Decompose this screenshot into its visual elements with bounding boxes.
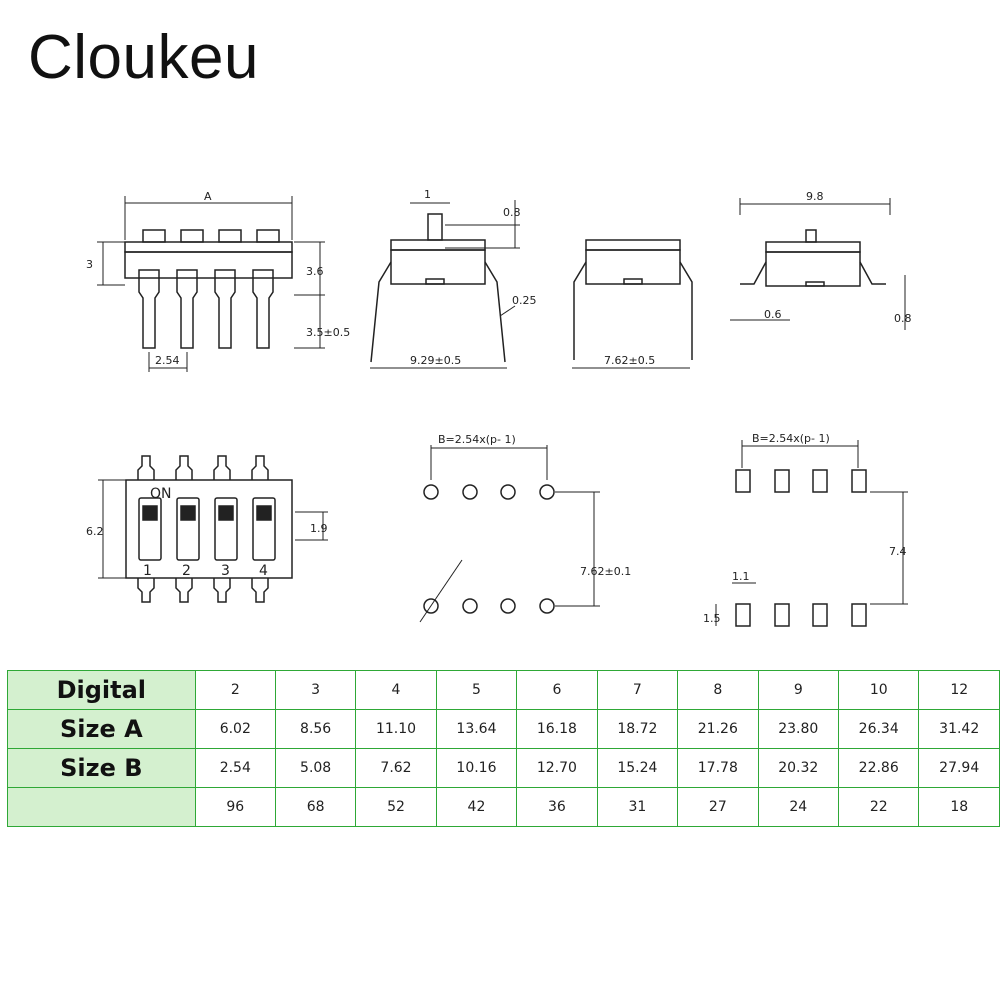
switch-num: 4 [259,563,268,579]
table-cell: 23.80 [757,709,840,749]
dim-3: 3 [86,258,93,271]
table-cell: 17.78 [677,748,759,788]
pcb-layout-smd: B=2.54x(p- 1) 7.4 1.1 1.5 [703,432,908,627]
table-cell: 5.08 [274,748,357,788]
dim-9-29: 9.29±0.5 [410,354,461,367]
dim-1: 1 [424,188,431,201]
dim-0-25: 0.25 [512,294,537,307]
switch-num: 2 [182,563,191,579]
table-cell: 6 [516,670,598,710]
table-cell: 96 [194,787,276,827]
table-cell: 5 [435,670,518,710]
row-header: Size A [7,709,196,749]
table-cell: 2.54 [194,748,276,788]
dim-lead: 3.5±0.5 [306,326,350,339]
pcb-layout-tht: B=2.54x(p- 1) 7.62±0.1 [419,433,631,623]
dim-0-8: 0.8 [503,206,521,219]
table-cell: 6.02 [194,709,276,749]
dim-1-9: 1.9 [310,522,328,535]
table-cell: 52 [355,787,437,827]
table-cell: 7 [596,670,679,710]
table-cell: 13.64 [435,709,518,749]
table-cell: 10 [837,670,920,710]
switch-num: 3 [221,563,230,579]
front-view: A 3 3.6 3.5±0.5 2.54 [86,190,350,372]
row-header [7,787,196,827]
dim-1-5: 1.5 [703,612,721,625]
dim-1-1: 1.1 [732,570,750,583]
table-cell: 2 [194,670,276,710]
table-cell: 8 [677,670,759,710]
dim-pitch: 2.54 [155,354,180,367]
table-cell: 10.16 [435,748,518,788]
table-cell: 4 [355,670,437,710]
brand-logo: Cloukeu [28,23,259,92]
on-label: ON [150,486,172,502]
row-header: Size B [7,748,196,788]
table-cell: 20.32 [757,748,840,788]
table-cell: 36 [516,787,598,827]
dim-7-62: 7.62±0.5 [604,354,655,367]
dim-0-8b: 0.8 [894,312,912,325]
dim-a: A [204,190,212,203]
table-cell: 12 [918,670,1000,710]
end-view-tht: 7.62±0.5 [572,239,693,369]
dim-3-6: 3.6 [306,265,324,278]
table-cell: 27 [677,787,759,827]
table-cell: 3 [274,670,357,710]
table-cell: 18 [918,787,1000,827]
dim-9-8: 9.8 [806,190,824,203]
table-cell: 18.72 [596,709,679,749]
table-cell: 27.94 [918,748,1000,788]
row-header: Digital [7,670,196,710]
dim-b: B=2.54x(p- 1) [438,433,516,446]
side-view-smd: 9.8 0.6 0.8 [730,190,912,330]
table-cell: 22.86 [837,748,920,788]
table-cell: 16.18 [516,709,598,749]
table-cell: 31.42 [918,709,1000,749]
table-cell: 9 [757,670,840,710]
table-cell: 8.56 [274,709,357,749]
table-cell: 21.26 [677,709,759,749]
table-cell: 24 [757,787,840,827]
table-cell: 11.10 [355,709,437,749]
table-cell: 68 [274,787,357,827]
side-view-tht: 1 0.8 0.25 9.29±0.5 [370,188,537,369]
dim-7-62b: 7.62±0.1 [580,565,631,578]
table-cell: 15.24 [596,748,679,788]
switch-num: 1 [143,563,152,579]
table-cell: 26.34 [837,709,920,749]
dimension-drawings: A 3 3.6 3.5±0.5 2.54 1 0.8 [86,188,912,627]
dim-7-4: 7.4 [889,545,907,558]
table-cell: 42 [435,787,518,827]
dim-b-smd: B=2.54x(p- 1) [752,432,830,445]
table-cell: 31 [596,787,679,827]
top-view: ON 1 2 3 4 6.2 1.9 [86,455,328,603]
table-cell: 7.62 [355,748,437,788]
table-cell: 22 [837,787,920,827]
dim-6-2: 6.2 [86,525,104,538]
dim-0-6: 0.6 [764,308,782,321]
table-cell: 12.70 [516,748,598,788]
